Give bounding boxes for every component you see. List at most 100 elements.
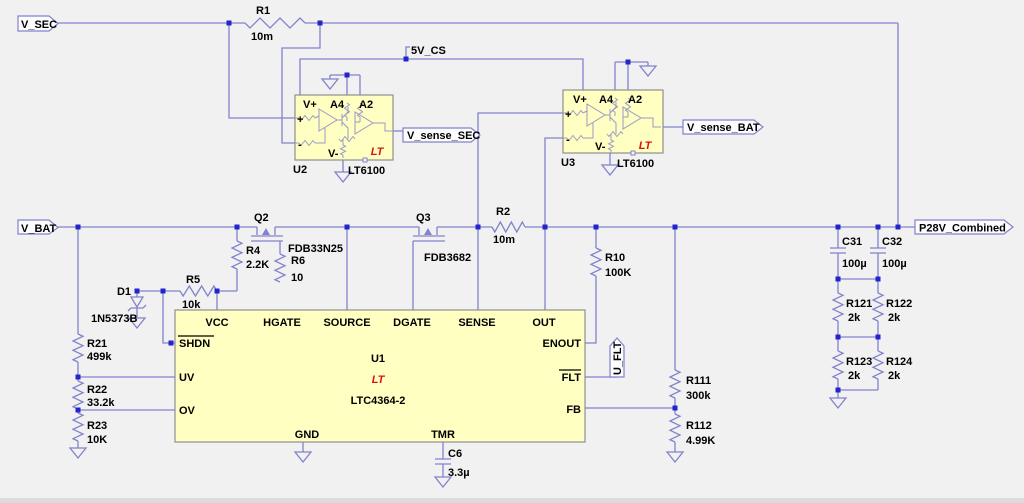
ic-body[interactable] bbox=[174, 309, 586, 443]
resistor-body[interactable] bbox=[831, 350, 845, 380]
resistor-body[interactable] bbox=[871, 350, 885, 380]
ic-U1-LTC4364[interactable]: VCC HGATE SOURCE DGATE SENSE OUT SHDN UV… bbox=[174, 309, 586, 443]
flag-shape[interactable] bbox=[914, 219, 1014, 235]
resistor-R121[interactable]: R121 2k bbox=[831, 292, 872, 324]
flag-shape[interactable] bbox=[609, 337, 625, 378]
resistor-body[interactable] bbox=[244, 17, 306, 29]
resistor-R111[interactable]: R111 300k bbox=[668, 369, 711, 402]
net-flag-v-bat[interactable]: V_BAT bbox=[17, 219, 59, 235]
flag-shape[interactable] bbox=[17, 219, 59, 235]
resistor-body[interactable] bbox=[668, 413, 682, 443]
resistor-R6[interactable]: R6 10 bbox=[273, 253, 305, 284]
capacitor-C6[interactable]: C6 3.3µ bbox=[435, 448, 470, 479]
wire[interactable] bbox=[299, 58, 584, 95]
mosfet-body[interactable] bbox=[412, 227, 445, 310]
pin-label-sense: SENSE bbox=[458, 317, 495, 329]
resistor-R4[interactable]: R4 2.2K bbox=[230, 240, 269, 271]
mosfet-body[interactable] bbox=[251, 227, 283, 254]
opamp-internals bbox=[295, 102, 393, 158]
resistor-R22[interactable]: R22 33.2k bbox=[71, 380, 115, 410]
resistor-R10[interactable]: R10 100K bbox=[589, 247, 631, 279]
ground-symbol[interactable] bbox=[293, 451, 313, 464]
ground-symbol[interactable] bbox=[333, 171, 353, 184]
net-flag-v-sense-bat[interactable]: V_sense_BAT bbox=[682, 119, 764, 135]
junction-dot bbox=[168, 340, 174, 346]
net-flag-5v-cs[interactable]: 5V_CS bbox=[411, 45, 446, 57]
resistor-body[interactable] bbox=[230, 240, 244, 270]
capacitor-body[interactable] bbox=[435, 458, 451, 465]
flag-shape[interactable] bbox=[402, 127, 481, 143]
resistor-body[interactable] bbox=[179, 284, 218, 298]
pin-label-vplus: V+ bbox=[573, 94, 587, 106]
wire[interactable] bbox=[477, 112, 563, 227]
resistor-R21[interactable]: R21 499k bbox=[71, 333, 112, 363]
net-flag-p28v-combined[interactable]: P28V_Combined bbox=[914, 219, 1014, 235]
component-part: LT6100 bbox=[617, 158, 654, 170]
component-ref: R2 bbox=[496, 206, 510, 218]
net-flag-v-sense-sec[interactable]: V_sense_SEC bbox=[402, 127, 481, 143]
resistor-body[interactable] bbox=[831, 292, 845, 322]
ic-U2-LT6100[interactable]: V+ A4 A2 + - V- LT U2 LT6100 bbox=[293, 94, 394, 177]
resistor-body[interactable] bbox=[71, 380, 85, 410]
wire[interactable] bbox=[544, 137, 563, 227]
resistor-R1[interactable]: R1 10m bbox=[244, 5, 306, 43]
capacitor-C31[interactable]: C31 100µ bbox=[830, 236, 867, 270]
ic-body[interactable] bbox=[294, 94, 394, 161]
component-ref: U1 bbox=[371, 353, 385, 365]
ground-symbol[interactable] bbox=[828, 397, 848, 410]
component-ref: R111 bbox=[686, 375, 711, 387]
component-ref: R23 bbox=[87, 420, 107, 432]
resistor-body[interactable] bbox=[273, 253, 287, 283]
ground-symbol[interactable] bbox=[68, 447, 88, 460]
capacitor-C32[interactable]: C32 100µ bbox=[870, 236, 907, 270]
ground-symbol[interactable] bbox=[600, 164, 620, 177]
resistor-body[interactable] bbox=[491, 220, 526, 234]
resistor-R23[interactable]: R23 10K bbox=[71, 412, 107, 446]
resistor-body[interactable] bbox=[871, 292, 885, 322]
wire[interactable] bbox=[837, 227, 879, 280]
diode-body[interactable] bbox=[129, 296, 145, 309]
wire[interactable] bbox=[58, 22, 899, 227]
junction-dot bbox=[895, 224, 901, 230]
ic-body[interactable] bbox=[562, 89, 664, 154]
lt-logo-icon: LT bbox=[372, 374, 386, 386]
wire[interactable] bbox=[329, 74, 361, 95]
net-flag-v-sec[interactable]: V_SEC bbox=[17, 15, 59, 32]
resistor-body[interactable] bbox=[71, 333, 85, 363]
resistor-R5[interactable]: R5 10k bbox=[179, 274, 218, 311]
flag-shape[interactable] bbox=[17, 15, 59, 32]
resistor-body[interactable] bbox=[668, 369, 682, 399]
wire[interactable] bbox=[837, 337, 879, 398]
wire[interactable] bbox=[614, 61, 649, 90]
resistor-R123[interactable]: R123 2k bbox=[831, 350, 872, 382]
resistor-body[interactable] bbox=[589, 247, 603, 277]
mosfet-Q3[interactable]: Q3 FDB3682 bbox=[412, 212, 471, 310]
resistor-R2[interactable]: R2 10m bbox=[491, 206, 526, 246]
resistor-R124[interactable]: R124 2k bbox=[871, 350, 913, 382]
wire[interactable] bbox=[228, 23, 295, 119]
wire[interactable] bbox=[162, 291, 175, 344]
mosfet-Q2[interactable]: Q2 FDB33N25 bbox=[251, 212, 343, 255]
resistor-body[interactable] bbox=[71, 412, 85, 442]
flag-shape[interactable] bbox=[682, 119, 764, 135]
zener-diode-D1[interactable]: D1 1N5373B bbox=[91, 286, 147, 325]
net-label: U_FLT bbox=[612, 341, 624, 375]
capacitor-body[interactable] bbox=[870, 247, 886, 254]
wire[interactable] bbox=[405, 46, 410, 59]
ground-symbol[interactable] bbox=[320, 78, 340, 91]
ground-symbol[interactable] bbox=[433, 476, 453, 489]
ground-symbol[interactable] bbox=[665, 451, 685, 464]
net-flag-u-flt[interactable]: U_FLT bbox=[609, 337, 625, 378]
ground-symbol[interactable] bbox=[638, 65, 658, 78]
junction-dot bbox=[214, 288, 220, 294]
resistor-R112[interactable]: R112 4.99K bbox=[668, 413, 715, 447]
wire[interactable] bbox=[837, 279, 879, 338]
wire[interactable] bbox=[137, 290, 237, 310]
component-ref: Q2 bbox=[254, 212, 269, 224]
capacitor-body[interactable] bbox=[830, 247, 846, 254]
resistor-R122[interactable]: R122 2k bbox=[871, 292, 912, 324]
ic-U3-LT6100[interactable]: V+ A4 A2 + - V- LT U3 LT6100 bbox=[561, 89, 664, 170]
wire[interactable] bbox=[585, 227, 597, 344]
wire[interactable] bbox=[281, 23, 321, 144]
